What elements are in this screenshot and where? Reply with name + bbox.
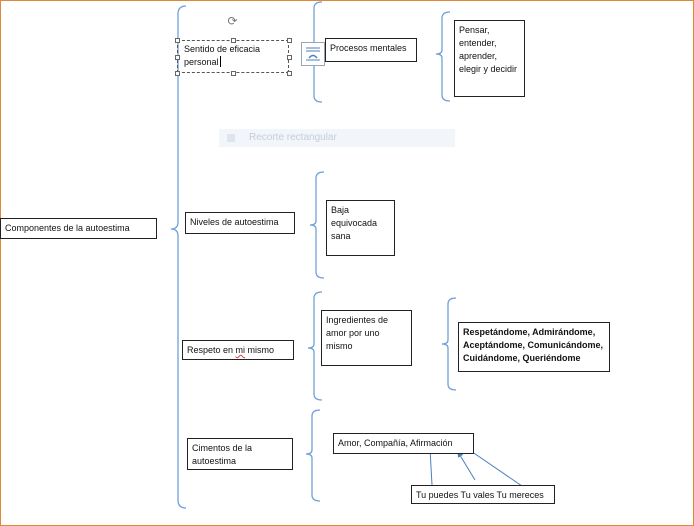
arrow-2 <box>457 451 476 481</box>
node-tu-puedes[interactable]: Tu puedes Tu vales Tu mereces <box>411 485 555 504</box>
niveles-bracket <box>309 171 325 279</box>
rotate-handle-icon[interactable]: ⟳ <box>227 14 238 28</box>
node-root[interactable]: Componentes de la autoestima <box>0 218 157 239</box>
resize-handle-n[interactable] <box>231 38 236 43</box>
node-respeto-label-a: Respeto en <box>187 345 236 355</box>
resize-handle-sw[interactable] <box>175 71 180 76</box>
node-baja-label: Baja equivocada sana <box>331 205 378 241</box>
node-root-label: Componentes de la autoestima <box>5 223 130 233</box>
node-pensar[interactable]: Pensar, entender, aprender, elegir y dec… <box>454 20 525 97</box>
scissors-icon <box>227 134 235 142</box>
layout-options-icon[interactable] <box>301 42 325 66</box>
node-respeto-label-b: mismo <box>245 345 275 355</box>
resize-handle-w[interactable] <box>175 55 180 60</box>
drag-ghost-hint: Recorte rectangular <box>219 129 455 147</box>
node-tu-puedes-label: Tu puedes Tu vales Tu mereces <box>416 490 544 500</box>
node-eficacia[interactable]: Sentido de eficacia personal <box>181 42 285 71</box>
node-niveles[interactable]: Niveles de autoestima <box>185 212 295 234</box>
resize-handle-se[interactable] <box>287 71 292 76</box>
resize-handle-e[interactable] <box>287 55 292 60</box>
pensar-bracket <box>435 11 451 102</box>
text-cursor <box>219 56 221 67</box>
node-procesos[interactable]: Procesos mentales <box>325 38 417 62</box>
node-cimentos-label: Cimentos de la autoestima <box>192 443 253 466</box>
node-respetandome-label: Respetándome, Admirándome, Aceptándome, … <box>463 327 604 363</box>
node-niveles-label: Niveles de autoestima <box>190 217 279 227</box>
node-ingredientes[interactable]: Ingredientes de amor por uno mismo <box>321 310 412 366</box>
node-eficacia-label: Sentido de eficacia personal <box>184 44 261 67</box>
respetandome-bracket <box>441 297 457 391</box>
respeto-bracket <box>307 291 323 401</box>
node-pensar-label: Pensar, entender, aprender, elegir y dec… <box>459 25 518 74</box>
node-baja[interactable]: Baja equivocada sana <box>326 200 395 256</box>
node-respeto-label-mi: mi <box>235 345 246 355</box>
node-amor-label: Amor, Compañía, Afirmación <box>338 438 453 448</box>
node-respeto[interactable]: Respeto en mi mismo <box>182 340 294 360</box>
resize-handle-nw[interactable] <box>175 38 180 43</box>
node-respetandome[interactable]: Respetándome, Admirándome, Aceptándome, … <box>458 322 610 372</box>
node-procesos-label: Procesos mentales <box>330 43 407 53</box>
node-ingredientes-label: Ingredientes de amor por uno mismo <box>326 315 389 351</box>
cimentos-bracket <box>305 409 321 502</box>
node-amor[interactable]: Amor, Compañía, Afirmación <box>333 433 474 454</box>
resize-handle-s[interactable] <box>231 71 236 76</box>
resize-handle-ne[interactable] <box>287 38 292 43</box>
main-bracket <box>170 5 187 509</box>
arrow-1 <box>427 448 434 486</box>
arrow-3 <box>464 446 523 487</box>
node-cimentos[interactable]: Cimentos de la autoestima <box>187 438 293 470</box>
ghost-hint-text: Recorte rectangular <box>249 132 337 143</box>
